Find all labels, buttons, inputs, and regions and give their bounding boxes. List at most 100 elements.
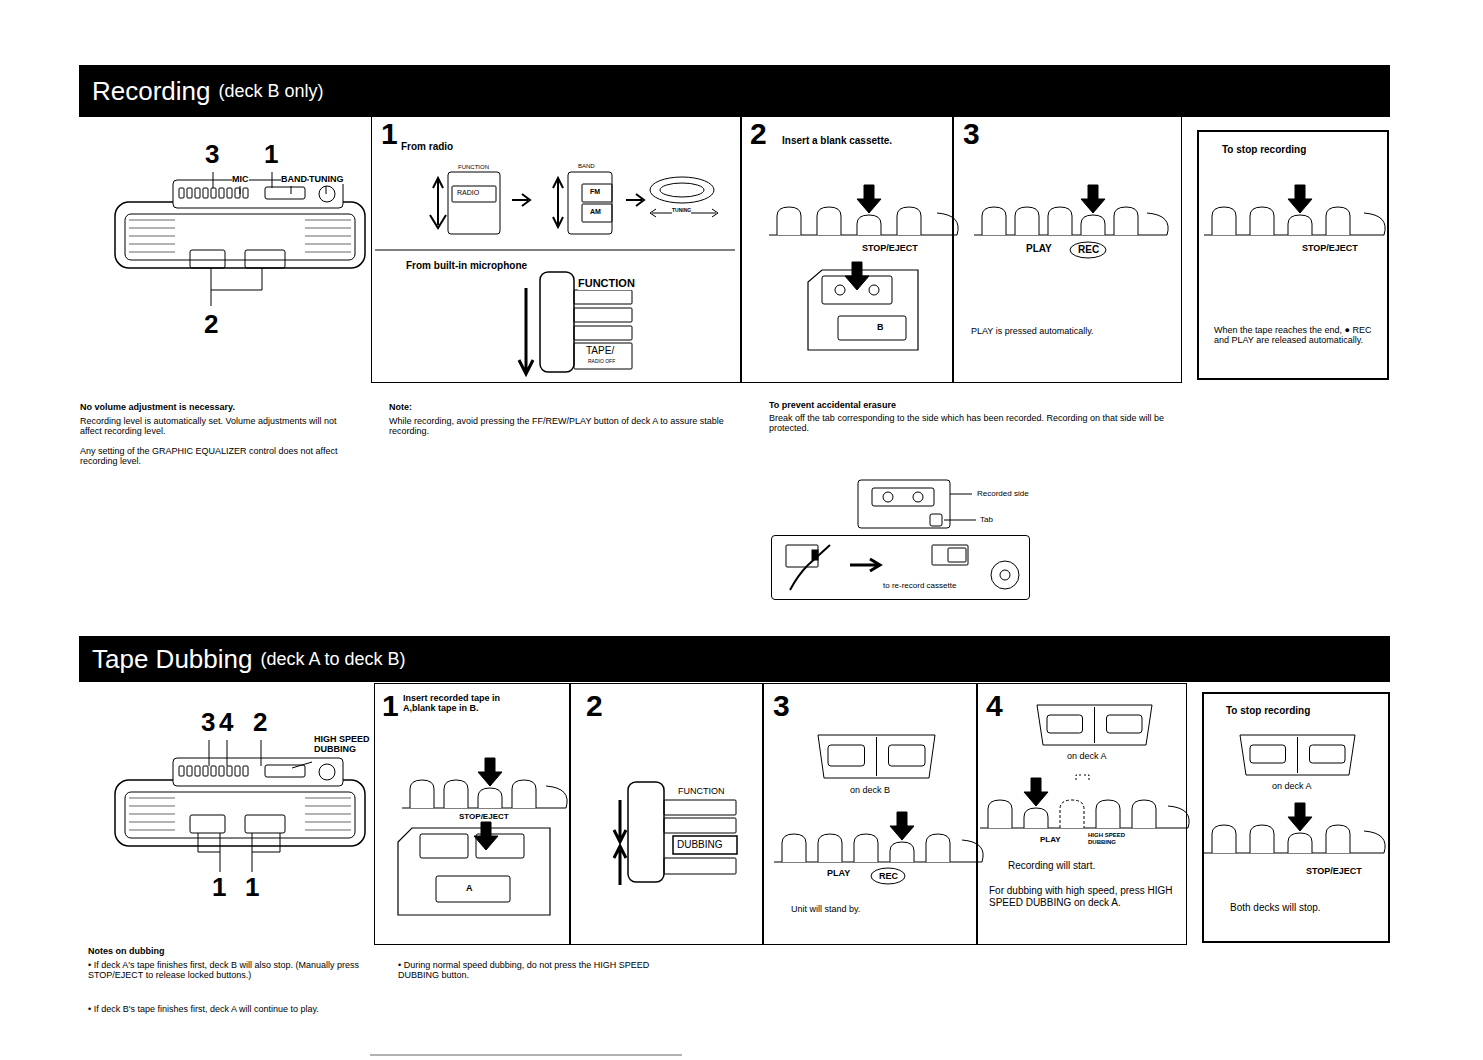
- speaker-grille: [129, 806, 175, 807]
- step-arrow: [850, 559, 880, 571]
- switch-position: [582, 184, 612, 202]
- leader-line: [227, 740, 228, 766]
- deck-button: [444, 780, 468, 808]
- button-end: [1147, 213, 1168, 235]
- part-label: RADIO OFF: [588, 359, 615, 365]
- step-number: 3: [773, 689, 790, 724]
- front-panel: [125, 792, 355, 838]
- part-label: DUBBING: [677, 839, 723, 851]
- speaker-grille: [305, 220, 351, 221]
- step-panel: 1From radioFrom built-in microphone: [371, 113, 741, 383]
- callout-number: AM: [590, 208, 601, 216]
- part-label: BAND: [281, 174, 307, 184]
- step-note: to re-record cassette: [883, 581, 956, 590]
- strip-button: [179, 188, 184, 198]
- switch-position: [664, 800, 736, 815]
- deck-button: [1250, 825, 1274, 853]
- deck-button: [1114, 207, 1138, 235]
- tuning-knob: [319, 764, 335, 780]
- deck-button: [782, 834, 806, 862]
- leader-line: [291, 186, 292, 194]
- slide-arrow: [519, 288, 533, 374]
- part-label: HIGH SPEED DUBBING: [1088, 832, 1130, 846]
- strip-button: [187, 188, 192, 198]
- title-band: Recording(deck B only): [79, 65, 1390, 117]
- reel: [835, 285, 845, 295]
- strip-button: [235, 766, 240, 776]
- part-label: STOP/EJECT: [459, 812, 509, 821]
- strip-button: [203, 188, 208, 198]
- callout-number: 2: [204, 310, 218, 340]
- deck-button: [982, 207, 1006, 235]
- deck-button: [1081, 215, 1105, 235]
- deck-button: [890, 842, 914, 862]
- tuning-dial: [660, 183, 704, 197]
- strip-button: [219, 766, 224, 776]
- cassette: [858, 480, 950, 528]
- step-number: 2: [586, 689, 603, 724]
- part-label: PLAY: [1026, 243, 1052, 255]
- part-label: on deck A: [1272, 781, 1312, 791]
- switch-position: [664, 818, 736, 833]
- callout-number: 1: [264, 140, 278, 170]
- deck-button: [897, 207, 921, 235]
- leader-line: [213, 172, 214, 188]
- part-label: STOP/EJECT: [862, 243, 918, 253]
- note-text: • During normal speed dubbing, do not pr…: [398, 960, 670, 981]
- deck-button: [817, 207, 841, 235]
- button-end: [1364, 213, 1385, 235]
- note-text: • If deck B's tape finishes first, deck …: [88, 1004, 380, 1014]
- deck-button: [1288, 215, 1312, 235]
- stop-box: To stop recordingWhen the tape reaches t…: [1197, 130, 1389, 380]
- strip-button: [243, 766, 248, 776]
- slide-arrow: [553, 178, 563, 227]
- tuning-dial: [650, 177, 714, 203]
- tape-roll: [991, 561, 1019, 589]
- step-note: PLAY is pressed automatically.: [971, 326, 1094, 336]
- speaker-grille: [305, 806, 351, 807]
- section-title: Recording: [92, 76, 211, 107]
- press-arrow: [1024, 778, 1048, 806]
- step-note: Recording will start.: [1008, 860, 1095, 872]
- title-band: Tape Dubbing(deck A to deck B): [79, 636, 1390, 682]
- leader-line: [211, 268, 212, 306]
- deck-button: [1096, 800, 1120, 828]
- deck-button: [1250, 207, 1274, 235]
- step-arrow: [512, 194, 530, 206]
- control-strip: [173, 758, 343, 786]
- tuning-knob: [319, 186, 335, 202]
- speaker-grille: [305, 236, 351, 237]
- leader-line: [944, 520, 976, 521]
- tab-box: to re-record cassette: [771, 535, 1030, 600]
- speaker-grille: [129, 220, 175, 221]
- footer-rule: [370, 1055, 682, 1056]
- switch-position: [452, 186, 496, 202]
- leader-line: [261, 740, 262, 766]
- strip-button: [227, 188, 232, 198]
- part-label: TUNING: [309, 174, 344, 184]
- speaker-grille: [129, 244, 175, 245]
- part-label: BAND: [578, 163, 595, 170]
- deck-button: [1048, 207, 1072, 235]
- tab: [930, 514, 942, 526]
- leader-line: [292, 762, 312, 768]
- strip-button: [203, 766, 208, 776]
- switch-position: [574, 326, 632, 340]
- callout-number: 2: [253, 708, 267, 738]
- part-label: Note:: [389, 402, 412, 412]
- band-switch: [568, 172, 612, 234]
- part-label: STOP/EJECT: [1306, 866, 1362, 876]
- part-label: PLAY: [827, 868, 850, 878]
- step-panel: 3Unit will stand by.: [763, 683, 977, 945]
- cassette-window: [1107, 715, 1143, 733]
- tab-closeup: [932, 545, 968, 565]
- part-label: Notes on dubbing: [88, 946, 165, 956]
- speaker-grille: [305, 814, 351, 815]
- deck-button: [410, 780, 434, 808]
- step-number: 4: [986, 689, 1003, 724]
- press-arrow: [857, 185, 881, 213]
- deck-button: [854, 834, 878, 862]
- cassette-window: [1047, 715, 1083, 733]
- press-arrow: [890, 812, 914, 840]
- strip-button: [227, 766, 232, 776]
